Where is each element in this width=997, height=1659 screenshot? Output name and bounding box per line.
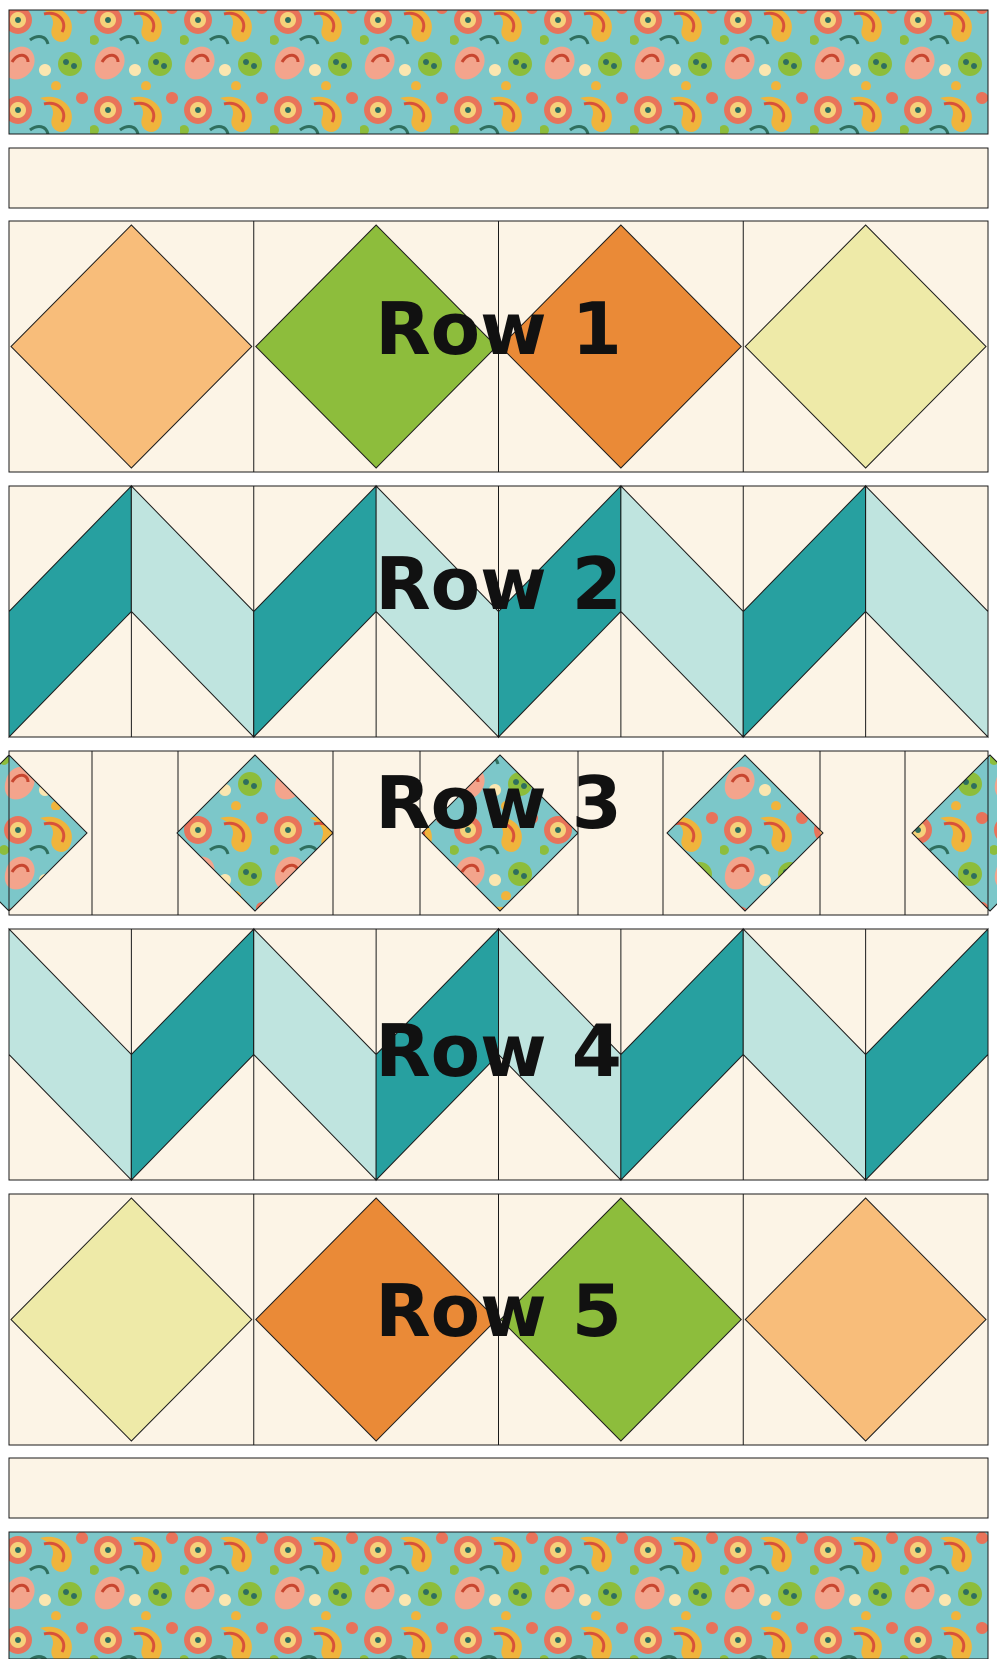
top-sashing [9,148,988,208]
bottom-sashing [9,1458,988,1518]
bottom-print-border [9,1532,988,1659]
top-print-border [9,10,988,134]
